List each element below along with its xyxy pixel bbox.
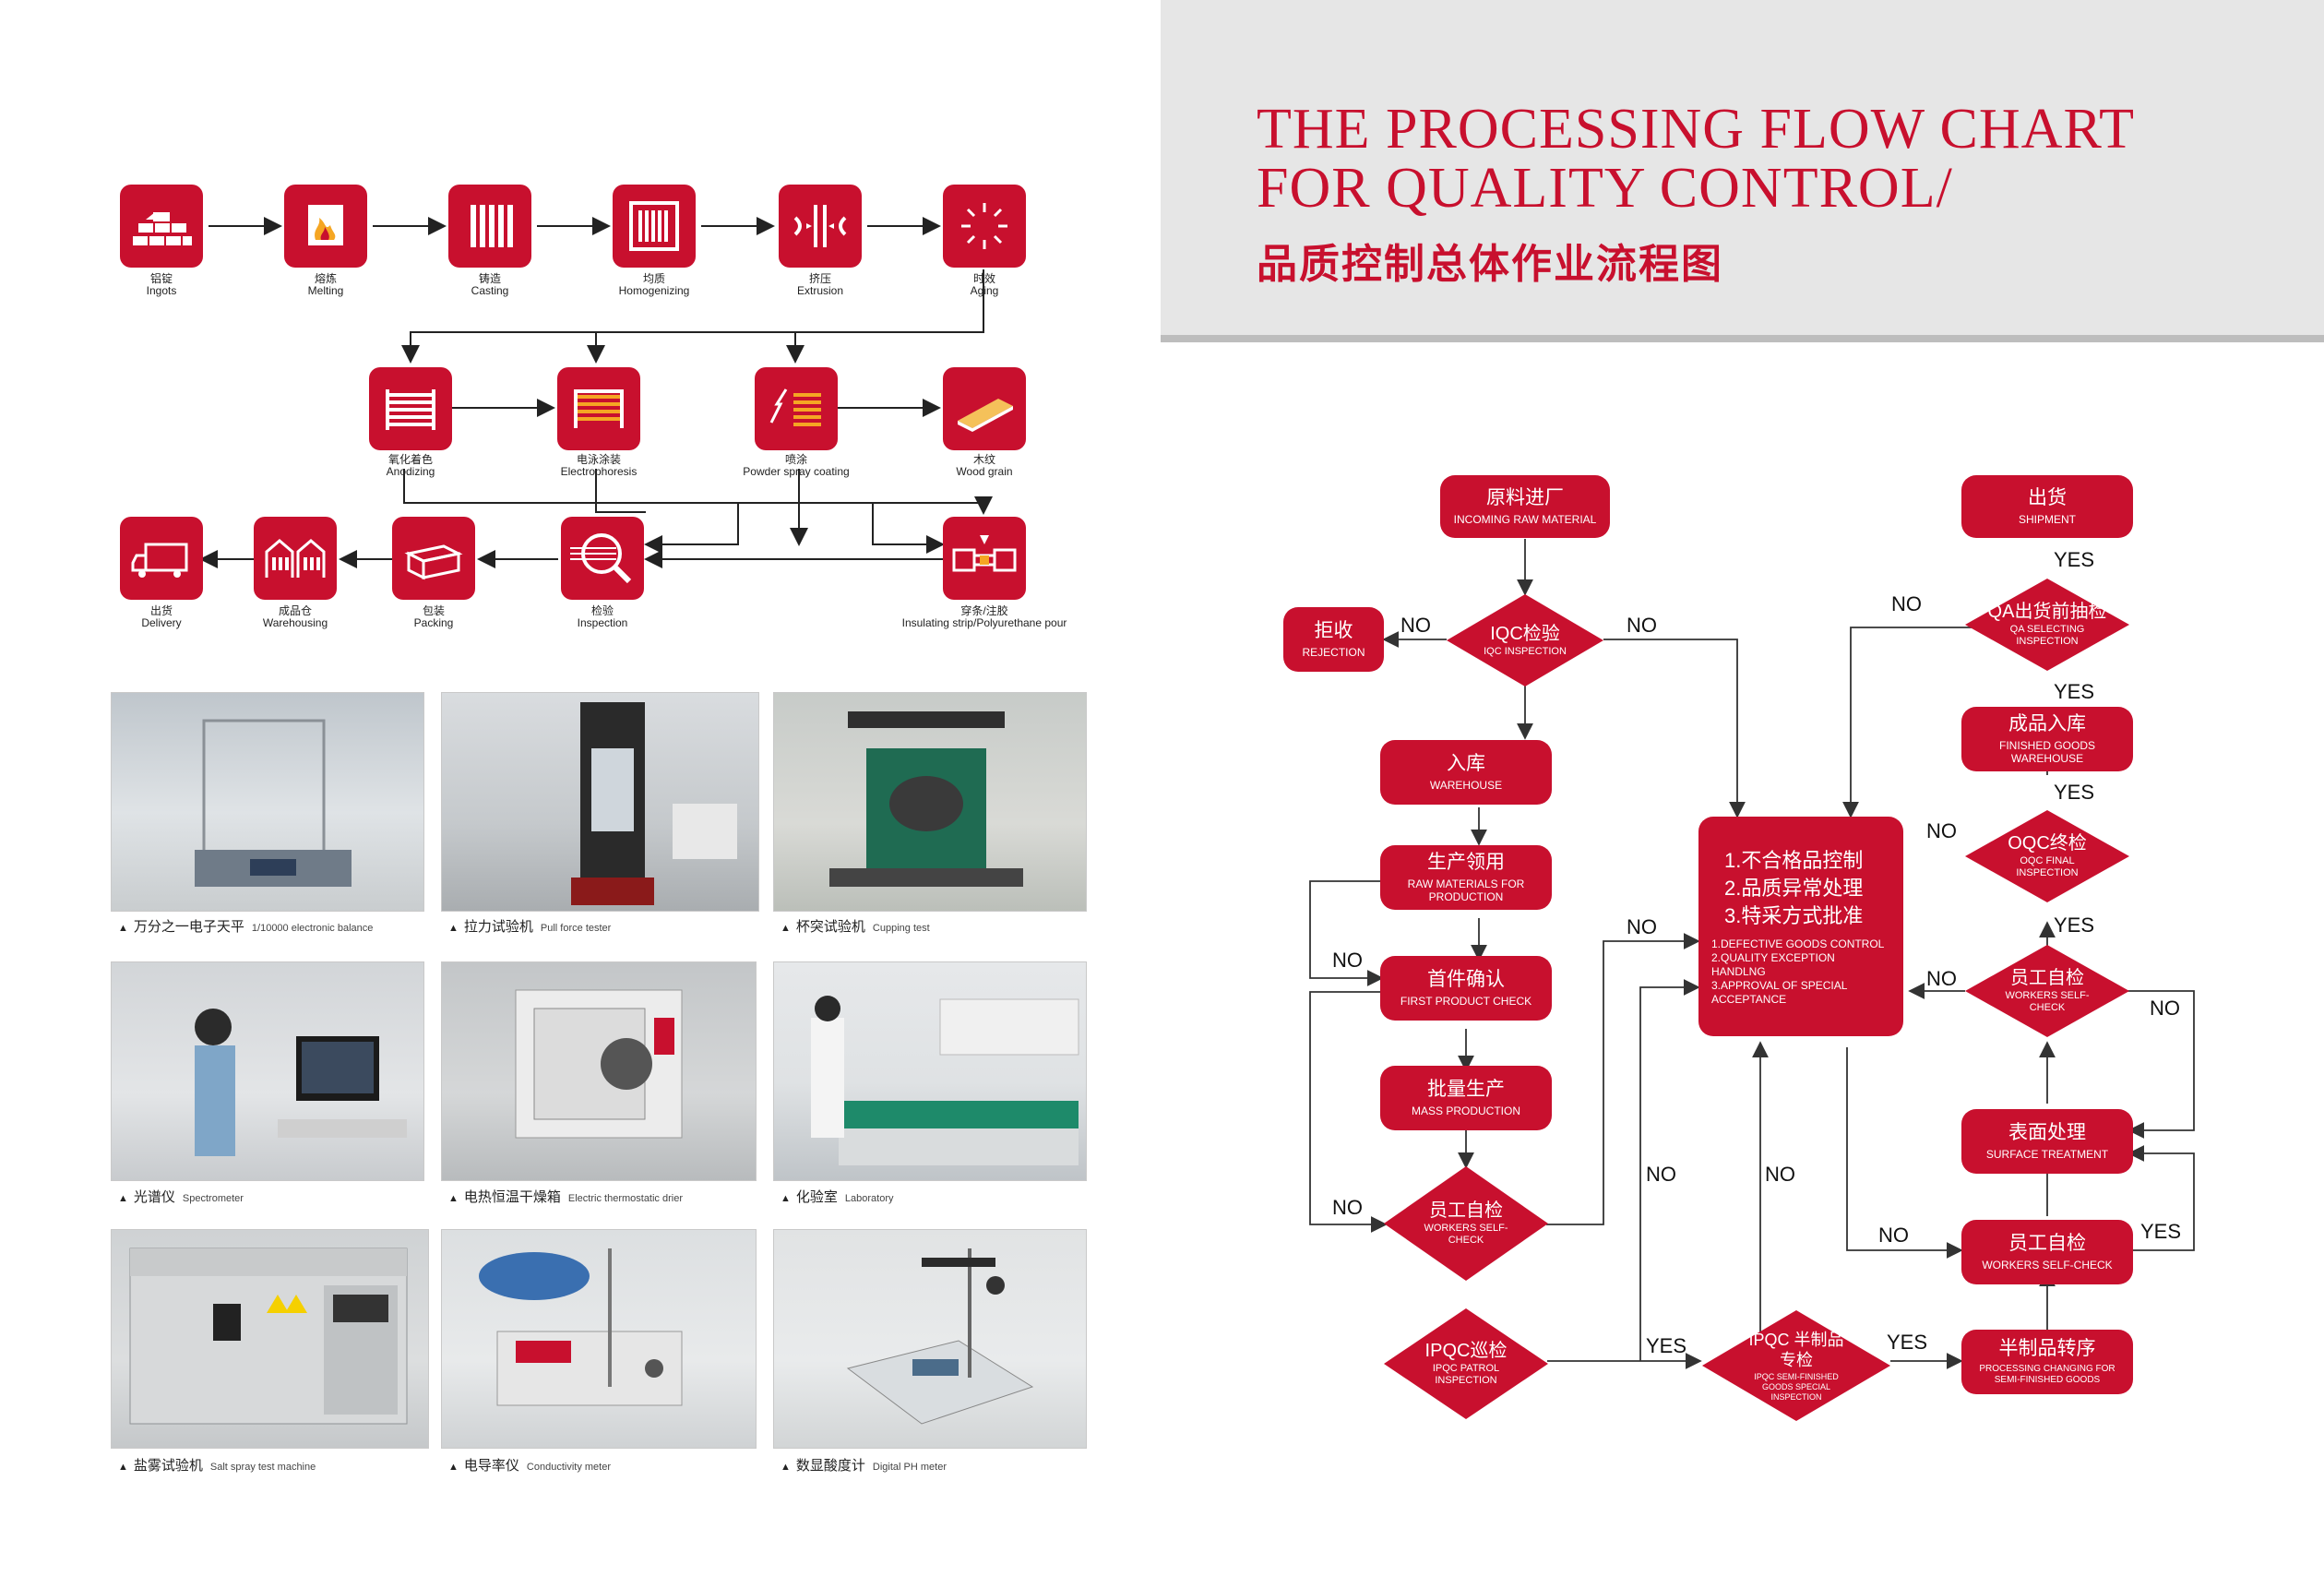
insulating-strip-icon [943, 517, 1026, 600]
header-band [1161, 0, 2324, 338]
anodizing-icon [369, 367, 452, 450]
photo-conductivity-meter [441, 1229, 757, 1449]
photo-electronic-balance [111, 692, 424, 912]
electrophoresis-icon [557, 367, 640, 450]
oqc-final-decision: OQC终检 OQC FINAL INSPECTION [1965, 810, 2129, 902]
package-icon [392, 517, 475, 600]
warehouse-icon [254, 517, 337, 600]
aging-icon [943, 185, 1026, 268]
no-label-qa: NO [1891, 592, 1922, 615]
ingots-icon [120, 185, 203, 268]
qa-selecting-decision: QA出货前抽检 QA SELECTING INSPECTION [1965, 579, 2129, 671]
yes-label-ipqc-patrol: YES [1646, 1334, 1687, 1357]
header-divider [1161, 335, 2324, 342]
no-label-self-check-right: NO [1627, 915, 1657, 938]
magnifier-icon [561, 517, 644, 600]
yes-label-workers-mid: YES [2054, 913, 2095, 937]
no-label-ipqc-patrol: NO [1646, 1163, 1676, 1186]
photo-salt-spray-machine [111, 1229, 429, 1449]
photo-cupping-test [773, 692, 1087, 912]
no-label-workers-mid-left: NO [1926, 967, 1957, 990]
workers-self-check-left-decision: 员工自检 WORKERS SELF-CHECK [1384, 1166, 1548, 1281]
yes-label-workers-right: YES [2140, 1220, 2182, 1243]
page-title-en: THE PROCESSING FLOW CHART FOR QUALITY CO… [1257, 98, 2135, 220]
workers-self-check-mid-decision: 员工自检 WORKERS SELF-CHECK [1965, 945, 2129, 1037]
no-label-ipqc-semi: NO [1765, 1163, 1795, 1186]
yes-label-oqc: YES [2054, 781, 2095, 804]
homogenizing-icon [613, 185, 696, 268]
wood-grain-icon [943, 367, 1026, 450]
melting-icon [284, 185, 367, 268]
spray-icon [755, 367, 838, 450]
semi-finished-transfer-node: 半制品转序 PROCESSING CHANGING FOR SEMI-FINIS… [1961, 1330, 2133, 1394]
no-label-iqc-right: NO [1627, 614, 1657, 637]
yes-label-finished: YES [2054, 680, 2095, 703]
no-label-workers-mid-right: NO [2150, 997, 2180, 1020]
yes-label-qa: YES [2054, 548, 2095, 571]
truck-icon [120, 517, 203, 600]
raw-materials-node: 生产领用 RAW MATERIALS FOR PRODUCTION [1380, 845, 1552, 910]
ipqc-patrol-decision: IPQC巡检 IPQC PATROL INSPECTION [1384, 1308, 1548, 1419]
photo-thermostatic-drier [441, 961, 757, 1181]
no-label-first-check: NO [1332, 949, 1363, 972]
ipqc-semi-finished-decision: IPQC 半制品专检 IPQC SEMI-FINISHED GOODS SPEC… [1702, 1310, 1890, 1421]
no-label-oqc: NO [1926, 819, 1957, 842]
photo-laboratory [773, 961, 1087, 1181]
extrusion-icon [779, 185, 862, 268]
finished-goods-node: 成品入库 FINISHED GOODS WAREHOUSE [1961, 707, 2133, 771]
page-title-zh: 品质控制总体作业流程图 [1257, 241, 1723, 288]
yes-label-ipqc-semi: YES [1887, 1331, 1928, 1354]
no-label-bottom-right: NO [1878, 1224, 1909, 1247]
casting-icon [448, 185, 531, 268]
no-label-iqc-reject: NO [1400, 614, 1431, 637]
photo-spectrometer [111, 961, 424, 1181]
no-label-self-check-left: NO [1332, 1196, 1363, 1219]
photo-ph-meter [773, 1229, 1087, 1449]
photo-pull-force-tester [441, 692, 759, 912]
process-connectors [199, 217, 993, 568]
nonconforming-control-node: 1.不合格品控制 2.品质异常处理 3.特采方式批准 1.DEFECTIVE G… [1698, 817, 1903, 1036]
